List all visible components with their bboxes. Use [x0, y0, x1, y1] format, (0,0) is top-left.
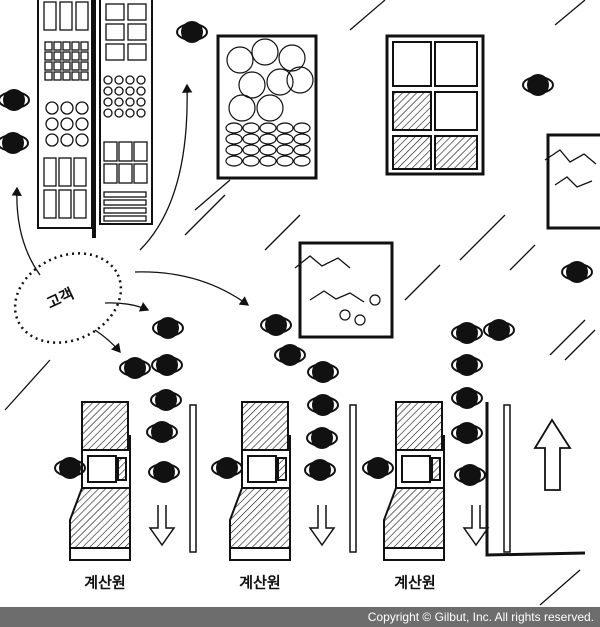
produce-display-3 — [544, 133, 600, 230]
floor-lines — [4, 0, 596, 606]
person-icon — [150, 389, 182, 411]
copyright-footer: Copyright © Gilbut, Inc. All rights rese… — [0, 607, 600, 627]
queue-direction-arrow-icon — [462, 505, 490, 547]
cashier-label-3: 계산원 — [394, 573, 436, 592]
person-icon — [561, 261, 593, 283]
person-icon — [451, 387, 483, 409]
person-icon — [451, 354, 483, 376]
person-icon — [307, 394, 339, 416]
cashier-label-2: 계산원 — [239, 573, 281, 592]
person-icon — [0, 132, 29, 154]
produce-display-2 — [385, 34, 485, 176]
person-icon — [119, 357, 151, 379]
flow-arrows — [11, 83, 250, 353]
person-icon — [483, 319, 515, 341]
person-icon — [522, 74, 554, 96]
person-icon — [152, 317, 184, 339]
produce-display-center — [294, 241, 394, 339]
person-icon — [306, 427, 338, 449]
person-icon — [0, 89, 30, 111]
person-icon — [362, 457, 394, 479]
customer-group-outline — [13, 252, 123, 344]
exit-barrier — [485, 402, 586, 557]
person-icon — [274, 344, 306, 366]
cashier-label-1: 계산원 — [84, 573, 126, 592]
person-icon — [260, 314, 292, 336]
person-icon — [451, 422, 483, 444]
checkout-counter-1 — [69, 401, 197, 561]
queue-direction-arrow-icon — [148, 505, 176, 547]
person-icon — [307, 361, 339, 383]
shelf-left — [37, 0, 153, 238]
queue-direction-arrow-icon — [308, 505, 336, 547]
person-icon — [146, 421, 178, 443]
person-icon — [148, 461, 180, 483]
person-icon — [304, 459, 336, 481]
person-icon — [451, 322, 483, 344]
person-icon — [151, 354, 183, 376]
produce-display-1 — [216, 34, 318, 180]
checkout-counter-2 — [229, 401, 357, 561]
checkout-counter-3 — [383, 401, 511, 561]
person-icon — [54, 457, 86, 479]
person-icon — [454, 464, 486, 486]
person-icon — [211, 457, 243, 479]
exit-arrow-icon — [533, 418, 572, 491]
person-icon — [176, 21, 208, 43]
